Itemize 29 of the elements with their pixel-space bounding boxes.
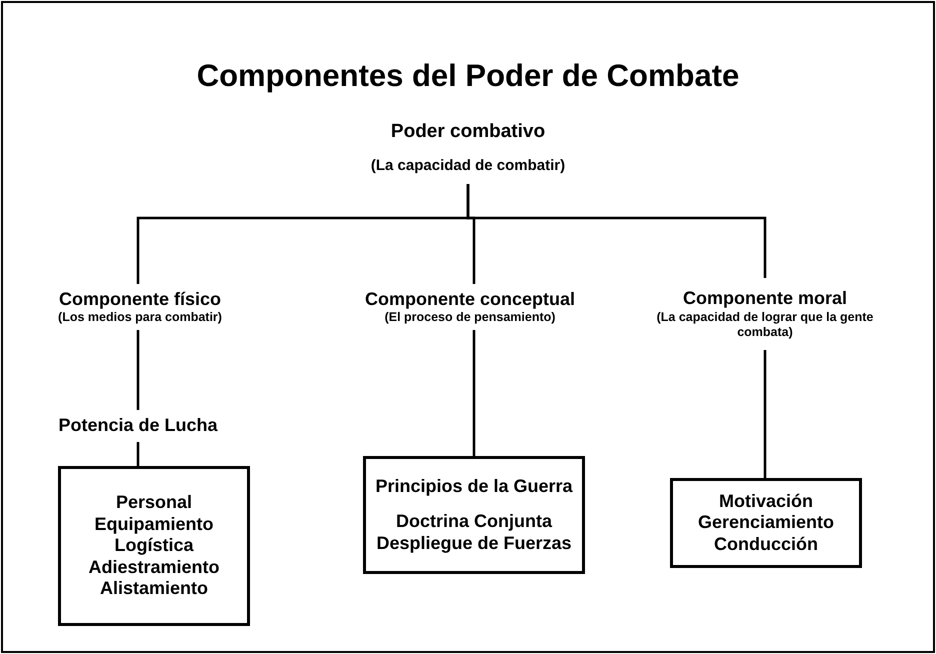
node-heading: Poder combativo: [390, 120, 546, 144]
list-item: Motivación: [718, 490, 813, 512]
connector-line: [466, 184, 766, 278]
node-subtitle: (El proceso de pensamiento): [384, 310, 556, 326]
connector-line: [136, 442, 140, 466]
list-item: Personal: [116, 492, 192, 514]
connector-line: [136, 330, 140, 410]
node-heading: Componente conceptual: [364, 288, 575, 310]
list-box: [58, 466, 250, 626]
list-item: Despliegue de Fuerzas: [376, 532, 572, 554]
diagram-title: Componentes del Poder de Combate: [196, 58, 740, 94]
node-subtitle: (Los medios para combatir): [58, 310, 222, 326]
list-item: Adiestramiento: [88, 556, 220, 578]
list-item: Conducción: [714, 534, 818, 556]
connector-line: [472, 330, 476, 456]
node-subtitle: (La capacidad de combatir): [370, 157, 566, 176]
list-item: Doctrina Conjunta: [396, 511, 552, 533]
list-item: Equipamiento: [94, 514, 214, 536]
connector-line: [764, 350, 766, 478]
list-item: Alistamiento: [100, 578, 208, 600]
node-heading: Componente físico: [58, 288, 221, 310]
node-subtitle: (La capacidad de lograr que la gente combata): [656, 310, 874, 340]
node-heading: Componente moral: [682, 288, 847, 310]
list-box: [363, 456, 585, 574]
list-box: [670, 478, 862, 568]
list-item: Logística: [114, 535, 194, 557]
node-heading: Potencia de Lucha: [58, 415, 218, 437]
list-item: Gerenciamiento: [698, 512, 834, 534]
list-item: Principios de la Guerra: [375, 476, 573, 498]
